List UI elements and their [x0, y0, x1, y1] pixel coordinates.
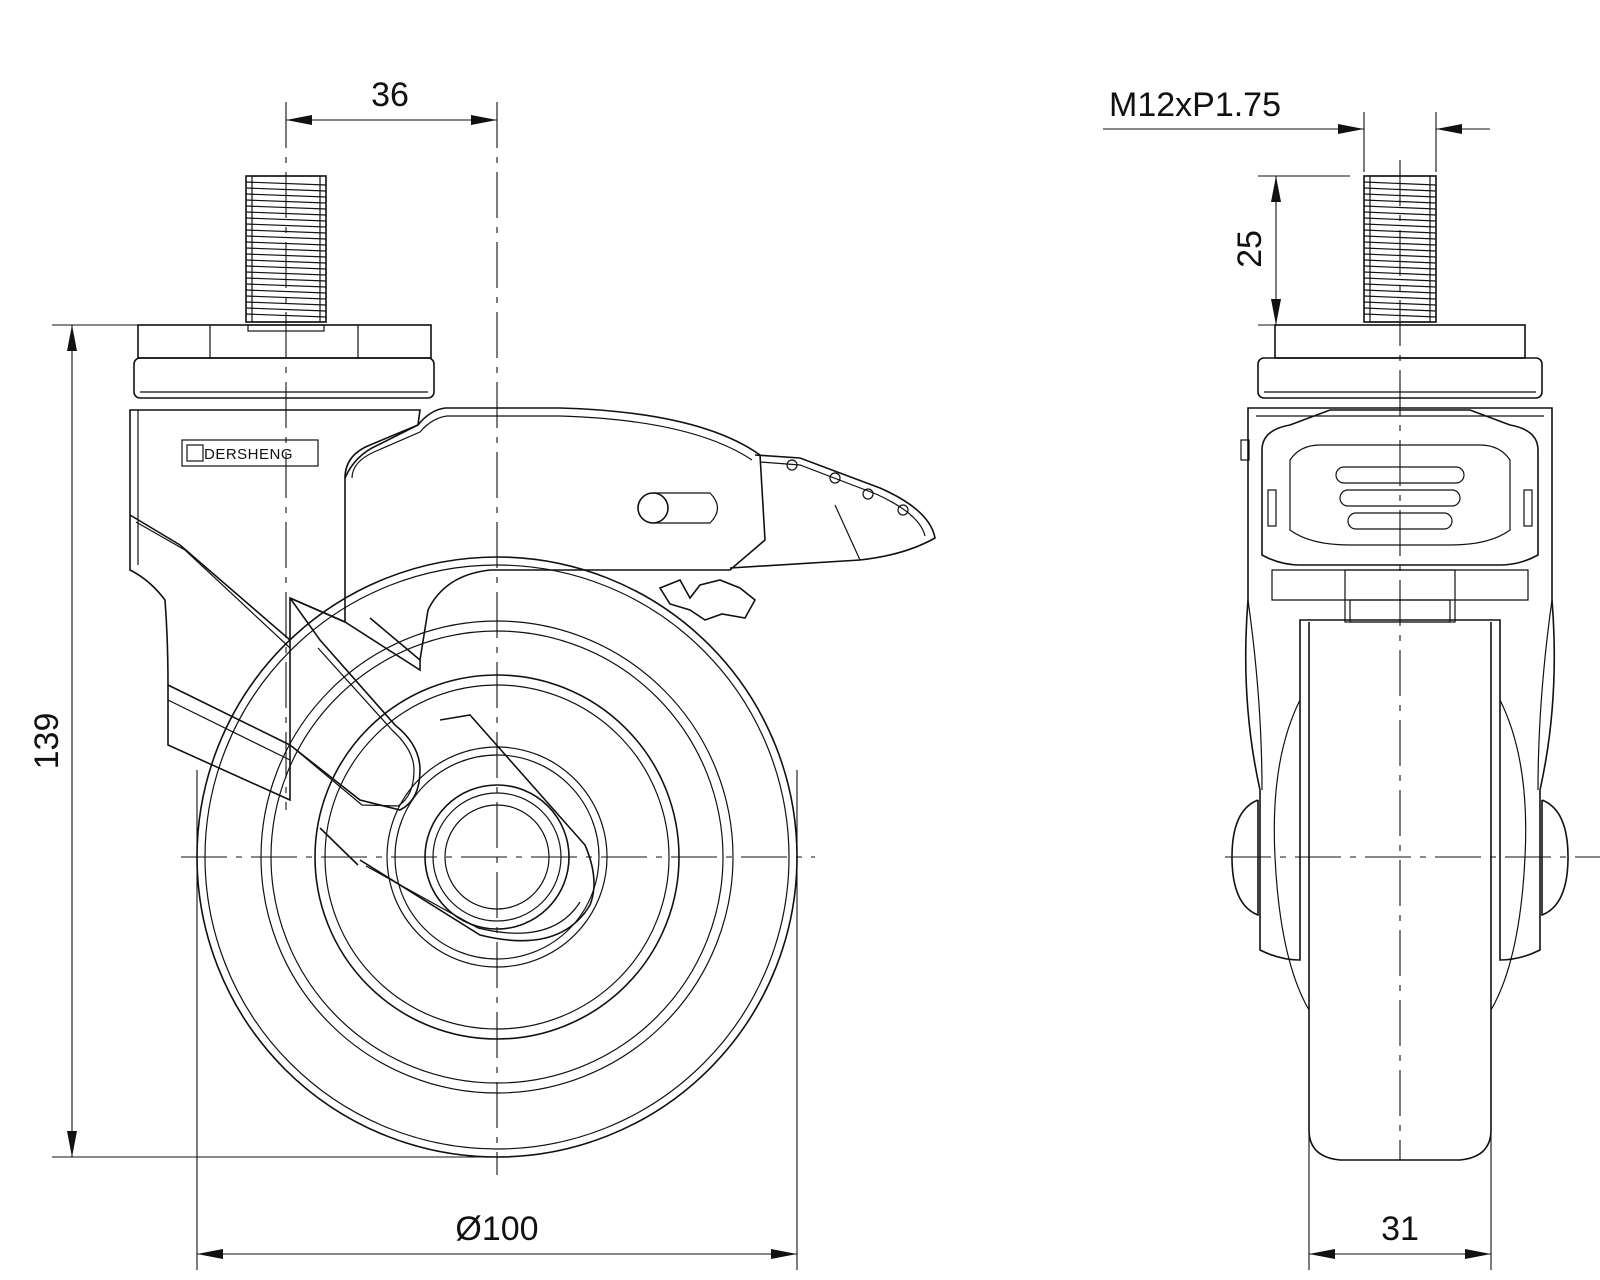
dim-wheel-width: 31 [1308, 1130, 1492, 1270]
dim-wheel-diameter: Ø100 [196, 770, 798, 1270]
dim-wheel-diameter-label: Ø100 [455, 1210, 538, 1248]
dim-total-height: 139 [28, 324, 497, 1158]
dim-offset-label: 36 [371, 76, 409, 114]
front-view: M12xP1.75 25 31 [1103, 86, 1600, 1270]
thread-line [1363, 205, 1437, 210]
thread-line [245, 301, 327, 306]
side-centerlines [181, 102, 815, 1175]
dim-thread-spec-label: M12xP1.75 [1109, 86, 1281, 124]
thread-line [1363, 295, 1437, 300]
side-view: DERSHENG 36 139 [28, 76, 936, 1270]
dim-thread-spec: M12xP1.75 [1103, 86, 1490, 172]
dim-stem-length-label: 25 [1231, 230, 1269, 268]
thread-line [1363, 289, 1437, 294]
thread-line [245, 235, 327, 240]
side-mounting-plate [133, 324, 435, 399]
thread-line [245, 223, 327, 228]
thread-line [1363, 277, 1437, 282]
side-fork-housing: DERSHENG [129, 407, 936, 942]
dim-wheel-width-label: 31 [1381, 1210, 1419, 1248]
dim-stem-length: 25 [1231, 175, 1350, 326]
thread-line [245, 289, 327, 294]
dim-total-height-label: 139 [28, 713, 66, 770]
brand-logo-text: DERSHENG [204, 446, 293, 463]
thread-line [245, 307, 327, 312]
dim-offset: 36 [286, 76, 497, 125]
front-centerlines [1225, 160, 1600, 1160]
thread-line [245, 217, 327, 222]
thread-line [1363, 211, 1437, 216]
thread-line [1363, 223, 1437, 228]
